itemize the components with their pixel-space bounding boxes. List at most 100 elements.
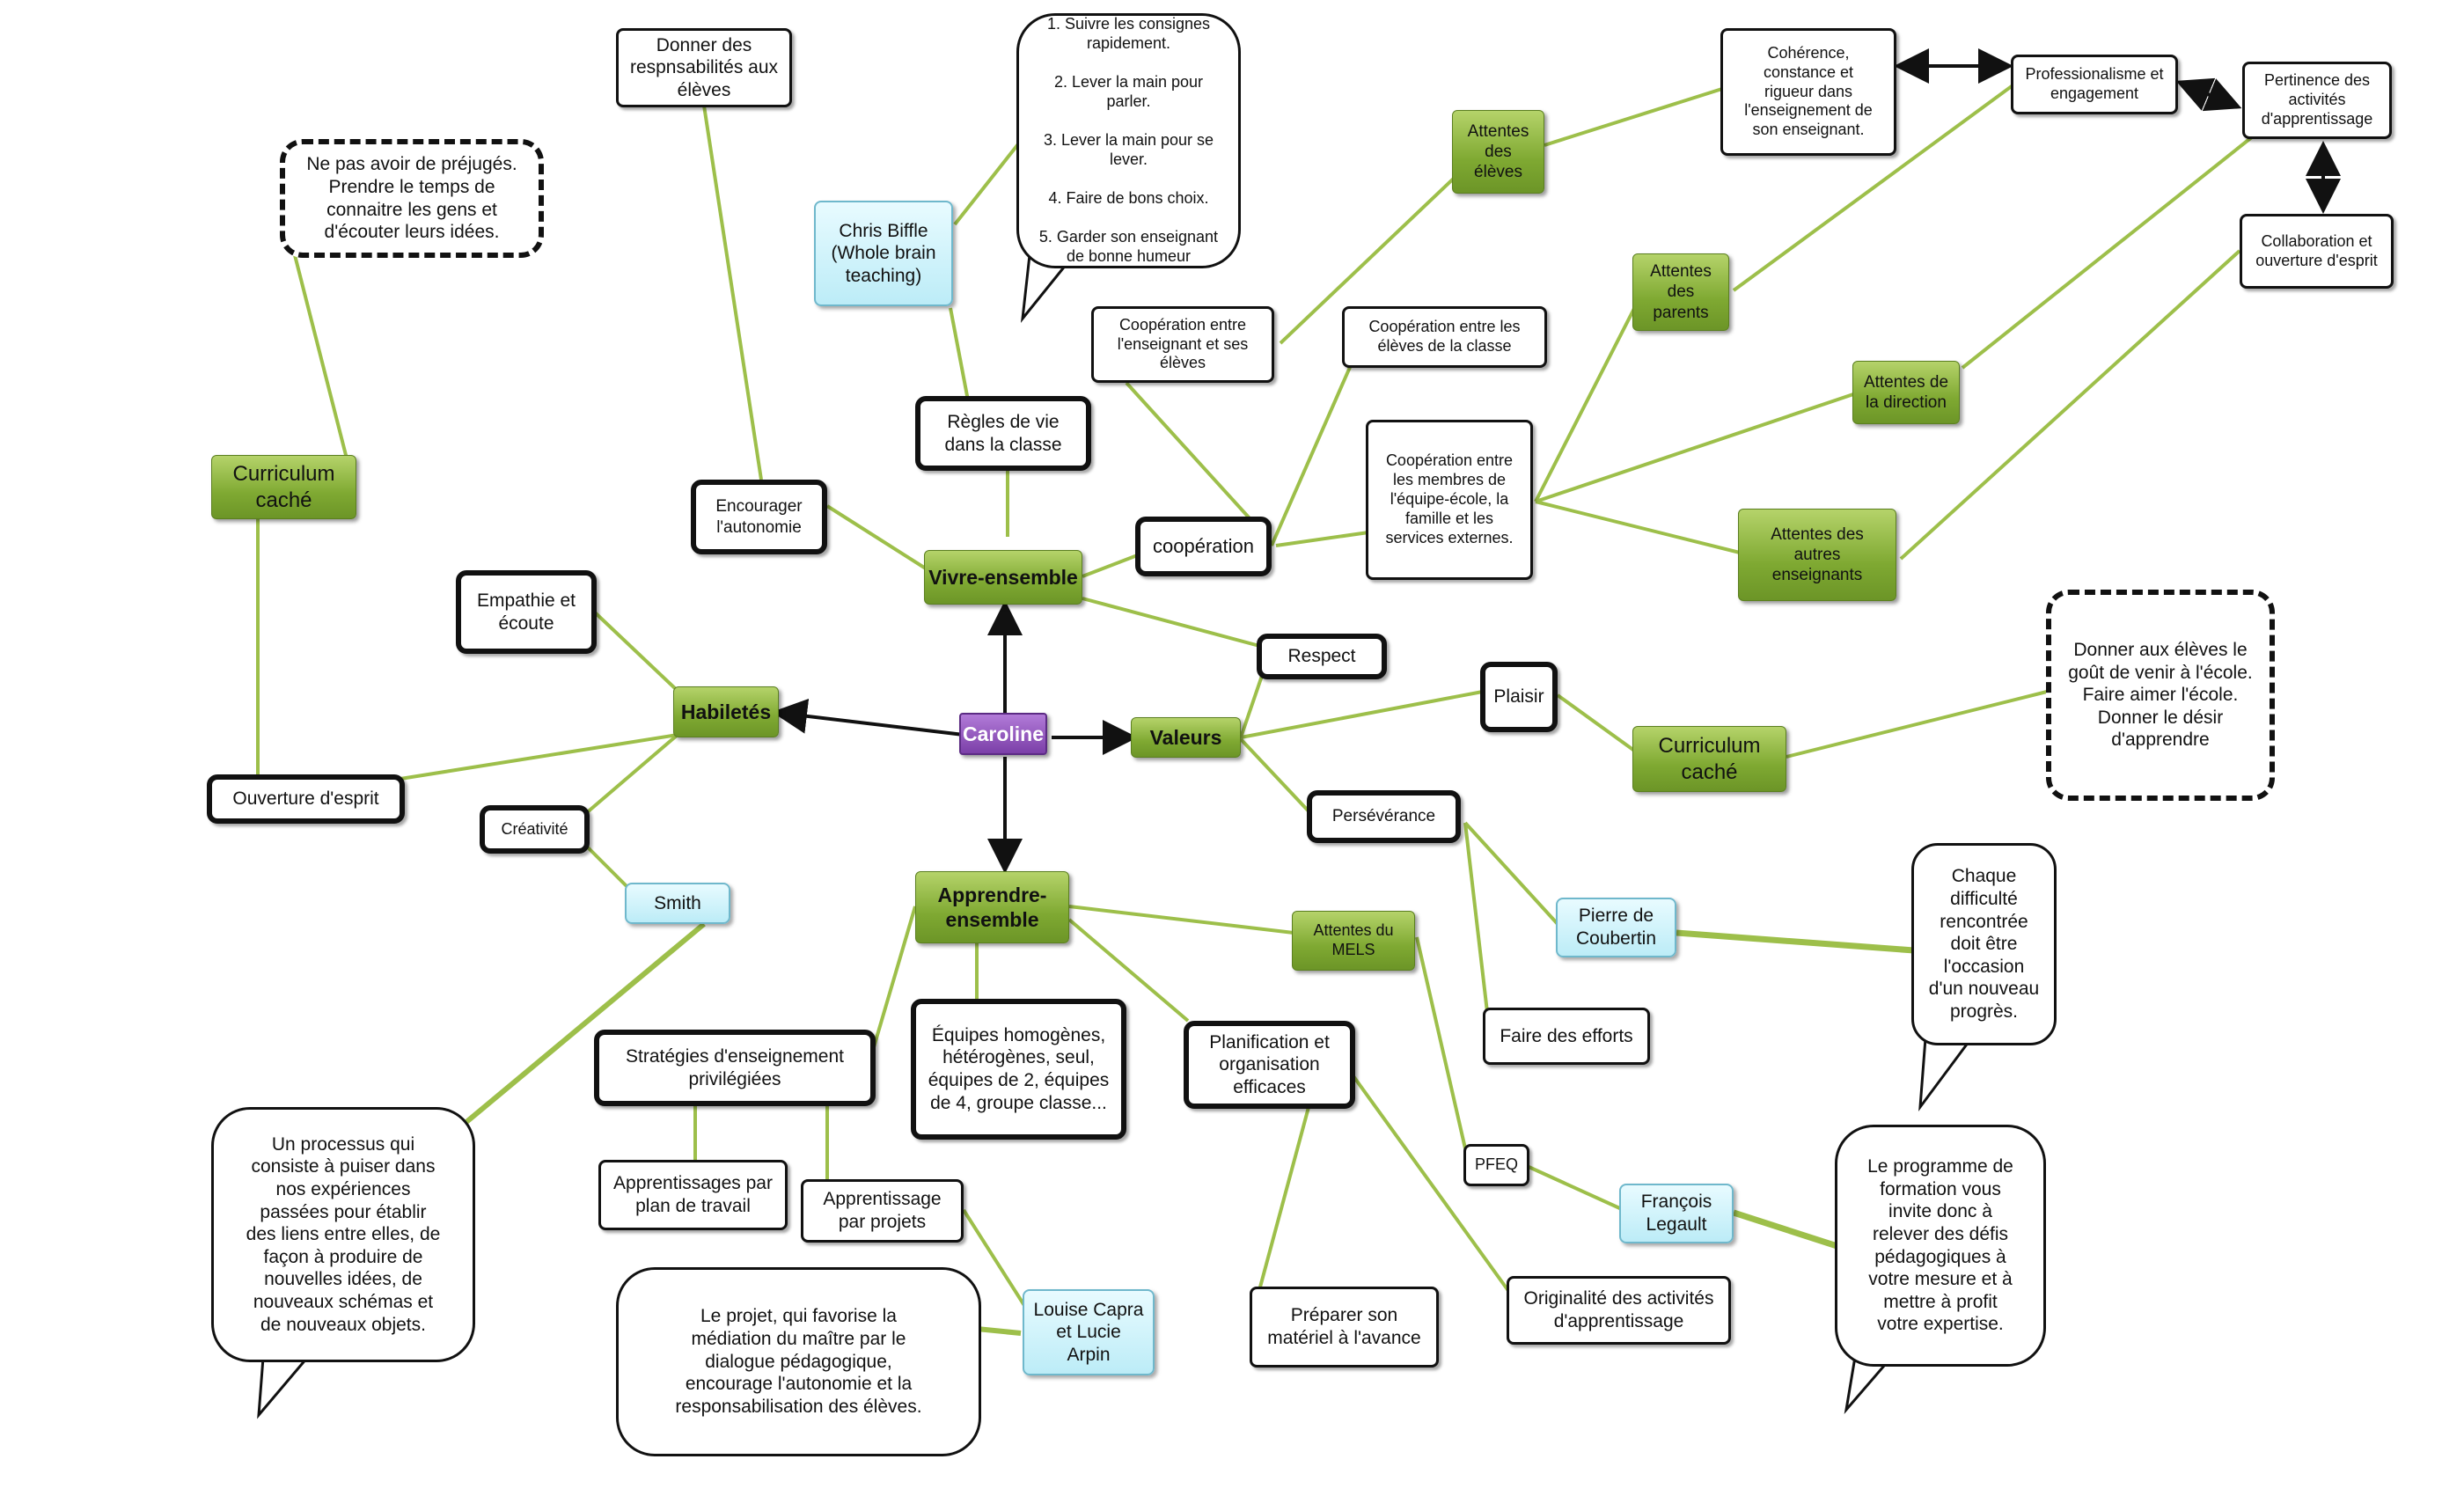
node-regles-vie[interactable]: Règles de vie dans la classe [915, 396, 1091, 471]
node-francois-legault[interactable]: François Legault [1619, 1184, 1734, 1243]
node-par-projets[interactable]: Apprentissage par projets [801, 1179, 964, 1243]
callout-processus: Un processus qui consiste à puiser dans … [211, 1107, 475, 1362]
link-vivre-cooperation [1082, 553, 1140, 578]
node-apprendre-ensemble[interactable]: Apprendre- ensemble [915, 871, 1069, 943]
attentes-parents-label: Attentes des parents [1650, 262, 1712, 322]
ouverture-esprit-label: Ouverture d'esprit [232, 788, 379, 810]
vivre-ensemble-label: Vivre-ensemble [928, 565, 1078, 589]
node-curriculum-cache-right[interactable]: Curriculum caché [1632, 726, 1786, 792]
empathie-label: Empathie et écoute [476, 590, 576, 634]
link-louise-projet [976, 1326, 1022, 1336]
node-pertinence[interactable]: Pertinence des activités d'apprentissage [2242, 62, 2392, 139]
node-creativite[interactable]: Créativité [480, 805, 590, 854]
valeurs-label: Valeurs [1149, 725, 1222, 749]
link-pierre-difficulte [1676, 929, 1915, 954]
callout-projet-mediation: Le projet, qui favorise la médiation du … [616, 1267, 981, 1456]
node-attentes-eleves[interactable]: Attentes des élèves [1452, 110, 1544, 194]
node-cooperation-eleves[interactable]: Coopération entre les élèves de la class… [1342, 306, 1547, 368]
originalite-label: Originalité des activités d'apprentissag… [1523, 1288, 1714, 1331]
node-cooperation-enseignant[interactable]: Coopération entre l'enseignant et ses él… [1091, 306, 1274, 383]
link-vivre-respect [1082, 597, 1264, 649]
attentes-autres-label: Attentes des autres enseignants [1771, 524, 1864, 585]
node-attentes-autres[interactable]: Attentes des autres enseignants [1738, 509, 1896, 601]
link-cooperation-eleves [1270, 364, 1353, 546]
arrow-caroline-habiletes [772, 698, 964, 737]
node-encourager-autonomie[interactable]: Encourager l'autonomie [691, 480, 827, 554]
preparer-materiel-label: Préparer son matériel à l'avance [1267, 1305, 1421, 1348]
caroline-label: Caroline [962, 722, 1045, 745]
creativite-label: Créativité [501, 819, 568, 838]
node-pfeq[interactable]: PFEQ [1463, 1144, 1529, 1186]
plaisir-label: Plaisir [1493, 686, 1544, 708]
cooperation-label: coopération [1153, 534, 1254, 557]
node-chris-biffle[interactable]: Chris Biffle (Whole brain teaching) [814, 201, 953, 306]
node-cooperation[interactable]: coopération [1135, 517, 1272, 576]
node-faire-efforts[interactable]: Faire des efforts [1483, 1008, 1650, 1065]
node-ouverture-esprit[interactable]: Ouverture d'esprit [207, 774, 405, 824]
encourager-autonomie-label: Encourager l'autonomie [715, 497, 803, 537]
link-responsabilites-autonomie [702, 105, 763, 480]
node-pierre-coubertin[interactable]: Pierre de Coubertin [1556, 898, 1676, 957]
link-curriculum-prejuges [293, 254, 349, 463]
link-creativite-smith [583, 843, 631, 891]
gout-ecole-text: Donner aux élèves le goût de venir à l'é… [2068, 639, 2253, 751]
node-cooperation-equipe[interactable]: Coopération entre les membres de l'équip… [1366, 420, 1533, 580]
curriculum-cache-left-label: Curriculum caché [232, 462, 335, 512]
link-perseverance-efforts [1463, 822, 1489, 1013]
callout-consignes: 1. Suivre les consignes rapidement. 2. L… [1016, 13, 1241, 268]
consignes-text: 1. Suivre les consignes rapidement. 2. L… [1038, 15, 1219, 265]
callout-chaque-difficulte: Chaque difficulté rencontrée doit être l… [1911, 843, 2057, 1045]
link-pfeq-francois [1526, 1164, 1624, 1212]
node-preparer-materiel[interactable]: Préparer son matériel à l'avance [1250, 1287, 1439, 1368]
arrow-professionnalisme-pertinence [2175, 77, 2242, 112]
link-equipe-direction [1535, 390, 1862, 503]
cooperation-eleves-label: Coopération entre les élèves de la class… [1368, 318, 1521, 355]
chris-biffle-label: Chris Biffle (Whole brain teaching) [831, 220, 936, 286]
node-louise-capra[interactable]: Louise Capra et Lucie Arpin [1023, 1289, 1155, 1375]
node-coherence[interactable]: Cohérence, constance et rigueur dans l'e… [1720, 28, 1896, 156]
node-originalite[interactable]: Originalité des activités d'apprentissag… [1507, 1276, 1731, 1345]
node-attentes-parents[interactable]: Attentes des parents [1632, 253, 1729, 331]
link-autres-collaboration [1899, 249, 2241, 561]
node-respect[interactable]: Respect [1257, 634, 1387, 679]
node-plan-travail[interactable]: Apprentissages par plan de travail [598, 1160, 788, 1230]
node-professionnalisme[interactable]: Professionalisme et engagement [2011, 55, 2178, 114]
node-habiletes[interactable]: Habiletés [673, 686, 779, 737]
node-responsabilites[interactable]: Donner des respnsabilités aux élèves [616, 28, 792, 107]
planification-label: Planification et organisation efficaces [1209, 1031, 1330, 1097]
link-equipe-parents [1534, 294, 1643, 502]
par-projets-label: Apprentissage par projets [823, 1189, 942, 1232]
node-valeurs[interactable]: Valeurs [1131, 717, 1241, 758]
node-vivre-ensemble[interactable]: Vivre-ensemble [924, 550, 1082, 605]
node-attentes-direction[interactable]: Attentes de la direction [1852, 361, 1960, 424]
cooperation-equipe-label: Coopération entre les membres de l'équip… [1385, 451, 1514, 546]
node-curriculum-cache-left[interactable]: Curriculum caché [211, 455, 356, 519]
link-curriculum-gout [1786, 689, 2051, 759]
responsabilites-label: Donner des respnsabilités aux élèves [629, 34, 779, 100]
pertinence-label: Pertinence des activités d'apprentissage [2261, 71, 2373, 128]
callout-tail-difficulte [1918, 1038, 1973, 1112]
node-collaboration[interactable]: Collaboration et ouverture d'esprit [2240, 214, 2394, 289]
link-valeurs-respect [1239, 672, 1265, 738]
faire-efforts-label: Faire des efforts [1500, 1025, 1633, 1046]
louise-capra-label: Louise Capra et Lucie Arpin [1033, 1299, 1144, 1365]
node-planification[interactable]: Planification et organisation efficaces [1184, 1021, 1355, 1109]
link-autonomie-vivre [825, 504, 930, 572]
node-equipes[interactable]: Équipes homogènes, hétérogènes, seul, éq… [911, 999, 1126, 1140]
central-node-caroline[interactable]: Caroline [959, 713, 1047, 755]
node-strategies[interactable]: Stratégies d'enseignement privilégiées [594, 1030, 876, 1106]
chaque-difficulte-text: Chaque difficulté rencontrée doit être l… [1928, 866, 2040, 1023]
perseverance-label: Persévérance [1331, 807, 1436, 826]
regles-vie-label: Règles de vie dans la classe [944, 411, 1062, 455]
node-plaisir[interactable]: Plaisir [1480, 662, 1558, 732]
node-attentes-mels[interactable]: Attentes du MELS [1292, 911, 1415, 971]
node-empathie[interactable]: Empathie et écoute [456, 570, 597, 654]
projet-mediation-text: Le projet, qui favorise la médiation du … [675, 1306, 922, 1417]
link-equipe-autres [1535, 500, 1748, 556]
link-direction-pertinence [1961, 135, 2255, 370]
node-perseverance[interactable]: Persévérance [1307, 790, 1461, 843]
link-cooperation-enseignant [1125, 381, 1260, 530]
node-smith[interactable]: Smith [625, 883, 730, 924]
respect-label: Respect [1287, 646, 1356, 667]
